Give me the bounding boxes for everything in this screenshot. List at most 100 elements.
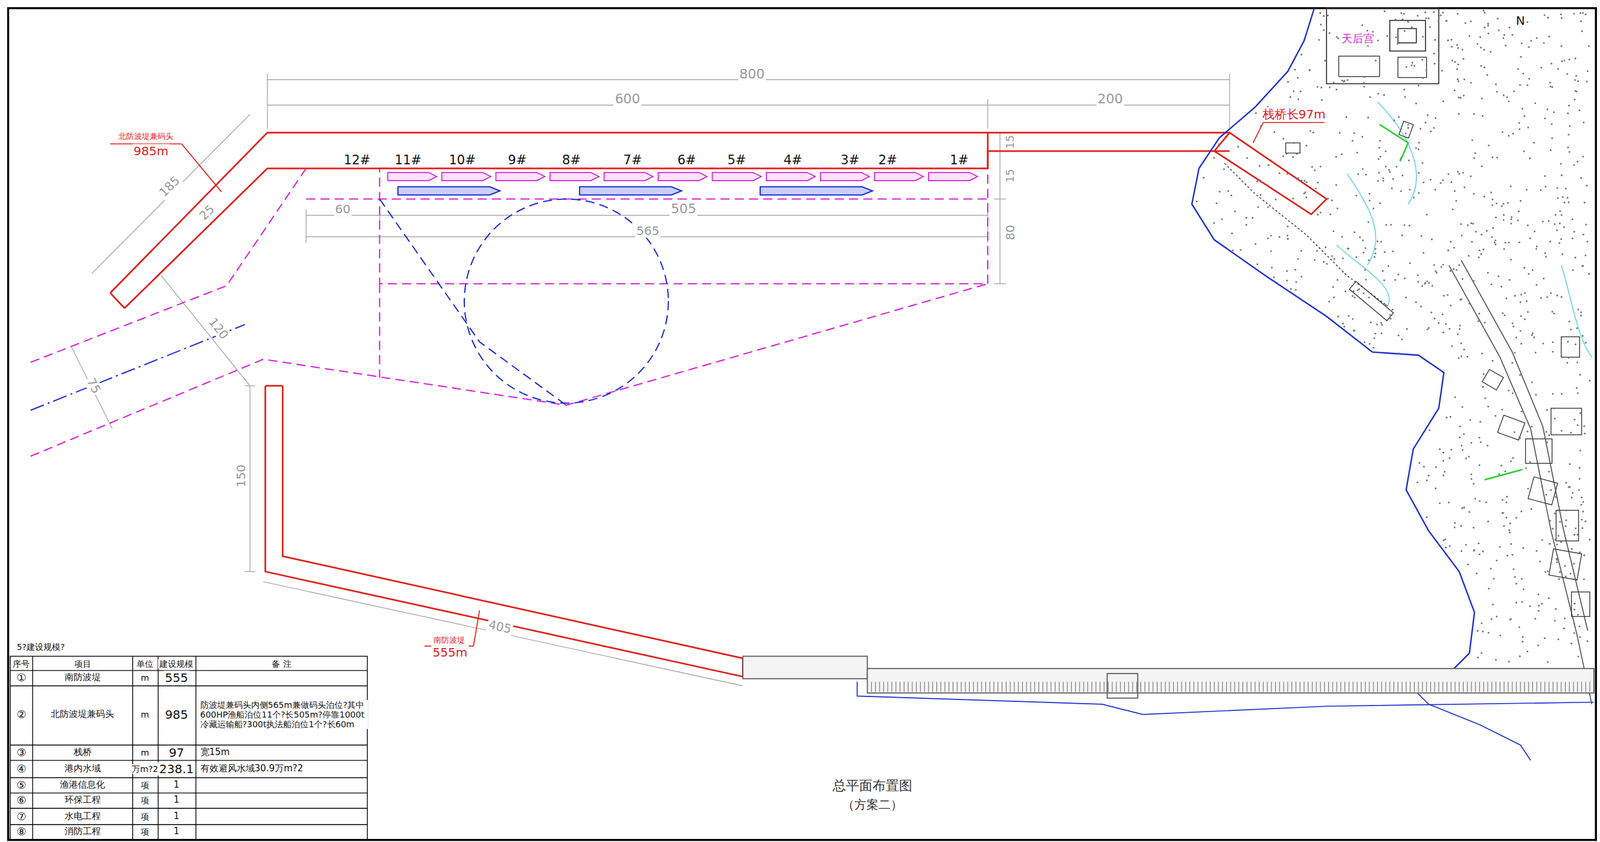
terrain-dot (1384, 150, 1387, 153)
terrain-dot (1380, 323, 1383, 326)
hatch-line (1353, 681, 1354, 692)
terrain-dot (1319, 23, 1322, 26)
terrain-dot (1333, 296, 1335, 299)
hatch-line (895, 681, 896, 692)
terrain-dot (1478, 463, 1481, 466)
hatch-line (1467, 681, 1468, 692)
terrain-dot (1434, 188, 1437, 191)
terrain-dot (1351, 139, 1354, 142)
terrain-dot (1570, 496, 1573, 499)
terrain-dot (1560, 13, 1562, 16)
hatch-line (1079, 681, 1081, 692)
drawing-label: 天后宫 (1340, 32, 1376, 46)
terrain-dot (1469, 20, 1472, 23)
terrain-dot (1496, 559, 1498, 561)
terrain-dot (1537, 644, 1540, 647)
berth-symbol (387, 172, 437, 182)
hatch-line (1144, 681, 1146, 692)
terrain-dot (1487, 22, 1489, 25)
terrain-dot (1433, 62, 1436, 65)
terrain-dot (1424, 121, 1427, 124)
terrain-dot (1255, 112, 1258, 115)
terrain-dot (1467, 563, 1469, 566)
terrain-dot (1548, 470, 1550, 473)
hatch-line (1136, 681, 1137, 692)
terrain-dot (1287, 80, 1290, 83)
coast-land (742, 8, 1594, 761)
hatch-line (973, 681, 974, 692)
terrain-dot (1499, 545, 1501, 548)
terrain-dot (1449, 416, 1452, 418)
hatch-line (1430, 681, 1431, 692)
terrain-dot (1335, 88, 1338, 91)
terrain-dot (1564, 519, 1567, 522)
terrain-dot (1586, 640, 1589, 642)
terrain-dot (1504, 44, 1507, 47)
terrain-dot (1586, 240, 1589, 243)
hatch-line (1495, 681, 1497, 692)
terrain-dot (1491, 198, 1494, 201)
table-cell: 238.1 (158, 761, 196, 776)
terrain-dot (1520, 293, 1523, 296)
terrain-dot (1521, 600, 1524, 603)
hatch-line (1462, 681, 1464, 692)
terrain-dot (1456, 44, 1459, 46)
drawing-label: 555m (431, 644, 469, 659)
terrain-dot (1543, 636, 1546, 639)
terrain-dot (1356, 289, 1359, 292)
terrain-dot (1518, 121, 1521, 124)
terrain-dot (1487, 587, 1490, 590)
terrain-dot (1581, 12, 1584, 14)
terrain-dot (1367, 116, 1370, 119)
terrain-dot (1573, 608, 1576, 610)
terrain-dot (1504, 241, 1507, 244)
terrain-dot (1430, 238, 1433, 241)
terrain-dot (1417, 172, 1420, 174)
hatch-line (911, 681, 913, 692)
hatch-line (1091, 681, 1093, 692)
terrain-dot (1494, 658, 1497, 661)
terrain-dot (1202, 176, 1205, 179)
terrain-dot (1574, 79, 1576, 81)
terrain-dot (1286, 279, 1288, 282)
terrain-dot (1558, 520, 1561, 523)
terrain-dot (1319, 12, 1322, 14)
terrain-dot (1392, 119, 1395, 122)
terrain-dot (1463, 185, 1466, 188)
terrain-dot (1395, 36, 1398, 39)
terrain-dot (1458, 263, 1460, 266)
hatch-line (1544, 681, 1546, 692)
terrain-dot (1377, 158, 1380, 160)
drawing-label: 9# (506, 152, 528, 168)
terrain-dot (1551, 123, 1553, 125)
hatch-line (1528, 681, 1529, 692)
terrain-dot (1563, 201, 1566, 204)
hatch-line (1540, 681, 1541, 692)
terrain-dot (1582, 233, 1585, 236)
terrain-dot (1195, 200, 1198, 203)
terrain-dot (1379, 202, 1381, 205)
hatch-line (1421, 681, 1423, 692)
terrain-dot (1397, 334, 1400, 337)
terrain-dot (1548, 597, 1550, 599)
terrain-dot (1453, 190, 1456, 192)
terrain-dot (1234, 210, 1236, 213)
hatch-line (1365, 681, 1366, 692)
terrain-dot (1563, 59, 1566, 61)
terrain-dot (1292, 197, 1294, 200)
hatch-line (1034, 681, 1035, 692)
terrain-dot (1453, 526, 1456, 529)
terrain-dot (1505, 96, 1508, 98)
terrain-dot (1286, 225, 1289, 228)
terrain-dot (1441, 69, 1444, 72)
terrain-dot (1318, 38, 1320, 41)
terrain-dot (1505, 297, 1508, 300)
terrain-dot (1305, 144, 1308, 147)
terrain-dot (1357, 173, 1360, 176)
terrain-dot (1443, 470, 1446, 473)
terrain-dot (1569, 431, 1572, 434)
terrain-dot (1552, 312, 1555, 314)
terrain-dot (1366, 29, 1369, 32)
hatch-line (1356, 681, 1358, 692)
